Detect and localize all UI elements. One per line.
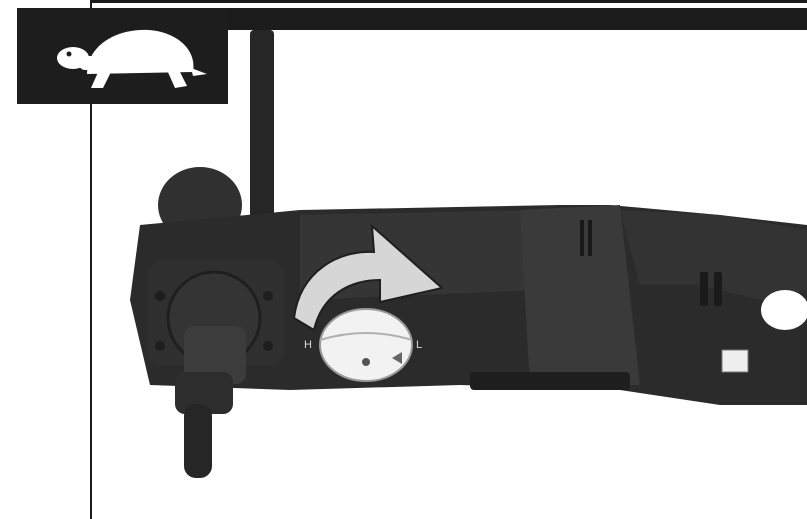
grip-band (520, 205, 640, 385)
side-handle-rod (250, 30, 274, 228)
header-band (228, 8, 807, 30)
top-rule (90, 0, 807, 3)
handle-opening (761, 290, 807, 330)
spindle (184, 404, 212, 478)
rotation-arrow (292, 223, 445, 332)
turtle-icon (57, 29, 207, 88)
speed-icon-box (17, 8, 228, 104)
gear-selector-dial[interactable] (319, 308, 413, 382)
label-sticker (721, 349, 749, 373)
chuck-collar (184, 326, 246, 384)
page-margin-line (90, 0, 92, 519)
dial-label-high: H (304, 339, 312, 351)
flange-screws (155, 291, 273, 351)
chuck (175, 372, 233, 414)
lower-ledge (470, 372, 630, 390)
rear-handle-top (620, 210, 807, 300)
dial-label-low: L (416, 339, 422, 351)
vent-slots (580, 220, 722, 306)
